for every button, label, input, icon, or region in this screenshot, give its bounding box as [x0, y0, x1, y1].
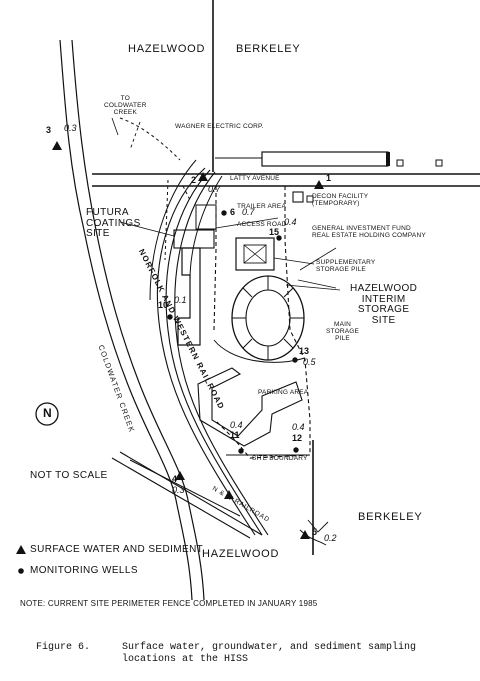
trailer-area-label: TRAILER AREA	[237, 203, 286, 210]
coldwater-creek	[59, 39, 193, 601]
monitoring-well-icon	[167, 314, 173, 320]
location-number: 15	[269, 227, 280, 237]
location-value: 0.3	[172, 485, 185, 495]
location-value: 0.4	[292, 422, 305, 432]
railroad-track	[156, 167, 256, 536]
legend-triangle-icon	[16, 545, 26, 554]
location-number: 11	[230, 430, 240, 440]
surface-water-icon	[175, 471, 185, 480]
surface-water-icon	[198, 172, 208, 181]
location-number: 3	[46, 125, 52, 135]
figure-caption-label: Figure 6.	[36, 642, 91, 653]
region-label-hazelwood: HAZELWOOD	[128, 43, 206, 55]
figure-caption: Figure 6. Surface water, groundwater, and…	[36, 642, 476, 666]
fence-note: NOTE: CURRENT SITE PERIMETER FENCE COMPL…	[20, 599, 318, 608]
north-arrow-icon	[35, 402, 59, 426]
access-road-label: ACCESS ROAD	[237, 221, 287, 228]
location-value: 0.5	[303, 357, 316, 367]
decon-facility	[292, 191, 304, 203]
wagner-electric-label: WAGNER ELECTRIC CORP.	[175, 123, 264, 130]
location-number: 1	[326, 173, 332, 183]
supplementary-pile-label: SUPPLEMENTARY STORAGE PILE	[316, 259, 376, 273]
main-storage-pile	[231, 275, 305, 361]
location-value: 0.7	[242, 207, 255, 217]
monitoring-well-markers	[18, 210, 299, 574]
location-number: 2	[191, 175, 197, 185]
north-letter: N	[43, 406, 52, 420]
hiss-site-label: HAZELWOOD INTERIM STORAGE SITE	[350, 283, 418, 326]
decon-facility-label: DECON FACILITY (TEMPORARY)	[312, 193, 369, 207]
surface-water-icon	[300, 530, 310, 539]
to-coldwater-creek-label: TO COLDWATER CREEK	[104, 95, 147, 116]
region-label-hazelwood-south: HAZELWOOD	[202, 548, 280, 560]
surface-water-icon	[224, 490, 234, 499]
wagner-building	[261, 151, 389, 167]
region-label-berkeley-south: BERKELEY	[358, 511, 423, 523]
legend-surface-water: SURFACE WATER AND SEDIMENT	[30, 544, 204, 555]
parking-area-label: PARKING AREA	[258, 389, 309, 396]
monitoring-well-icon	[293, 447, 299, 453]
surface-water-icon	[314, 180, 324, 189]
legend-monitoring-wells: MONITORING WELLS	[30, 565, 138, 576]
location-number: 12	[292, 433, 303, 443]
not-to-scale-label: NOT TO SCALE	[30, 470, 108, 481]
surface-water-icon	[52, 141, 62, 150]
monitoring-well-icon	[276, 235, 282, 241]
parking-area	[197, 367, 303, 447]
latty-avenue	[92, 173, 480, 187]
latty-avenue-label: LATTY AVENUE	[230, 175, 280, 182]
monitoring-well-icon	[238, 448, 244, 454]
location-value: 0.7	[208, 184, 221, 194]
location-value: 0.4	[284, 217, 297, 227]
location-number: 6	[230, 207, 236, 217]
general-investment-label: GENERAL INVESTMENT FUND REAL ESTATE HOLD…	[312, 225, 426, 239]
futura-building	[177, 247, 201, 346]
legend-circle-icon	[18, 568, 24, 574]
figure-caption-text: Surface water, groundwater, and sediment…	[122, 642, 417, 665]
supplementary-pile	[235, 237, 275, 271]
monitoring-well-icon	[292, 357, 298, 363]
main-storage-pile-label: MAIN STORAGE PILE	[326, 321, 360, 342]
region-label-berkeley: BERKELEY	[236, 43, 301, 55]
location-number: 5	[312, 527, 318, 537]
monitoring-well-icon	[221, 210, 227, 216]
location-value: 0.2	[324, 533, 337, 543]
site-boundary-label: SITE BOUNDARY	[252, 455, 308, 462]
location-value: 0.1	[174, 295, 187, 305]
futura-coatings-site-label: FUTURA COATINGS SITE	[86, 207, 141, 239]
surface-water-markers	[16, 141, 324, 554]
location-number: 13	[299, 346, 310, 356]
location-value: 0.3	[64, 123, 77, 133]
location-value: 0.4	[230, 420, 243, 430]
location-number: 10	[158, 300, 169, 310]
location-number: 4	[172, 474, 178, 484]
